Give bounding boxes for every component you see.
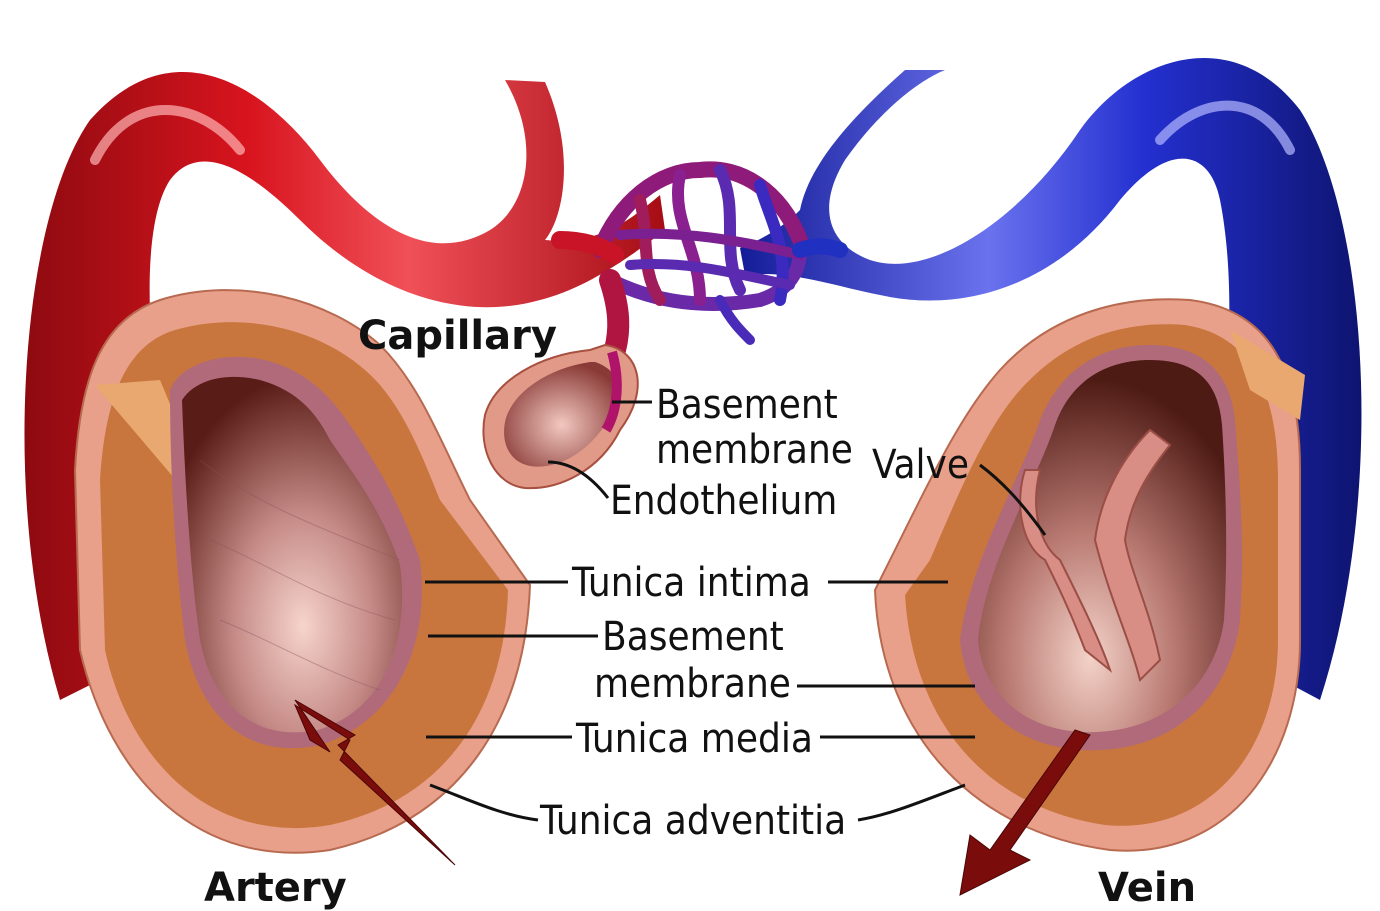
leader-adventitia-right [858, 785, 965, 820]
label-basement-membrane-mid-line2: membrane [594, 661, 791, 707]
leader-adventitia-left [430, 785, 538, 820]
artery-cross-section [75, 290, 530, 853]
label-basement-membrane-top-line1: Basement [656, 382, 838, 428]
label-tunica-adventitia: Tunica adventitia [539, 798, 846, 844]
capillary-cross-section [483, 345, 637, 488]
label-valve: Valve [872, 442, 969, 488]
artery-title: Artery [204, 865, 347, 911]
vein-title: Vein [1098, 865, 1196, 911]
label-basement-membrane-top-line2: membrane [656, 427, 853, 473]
capillary-title: Capillary [358, 313, 557, 359]
label-basement-membrane-mid-line1: Basement [602, 614, 784, 660]
label-tunica-media: Tunica media [575, 716, 813, 762]
vein-cross-section [875, 299, 1305, 850]
label-endothelium: Endothelium [610, 478, 837, 524]
label-tunica-intima: Tunica intima [571, 560, 811, 606]
